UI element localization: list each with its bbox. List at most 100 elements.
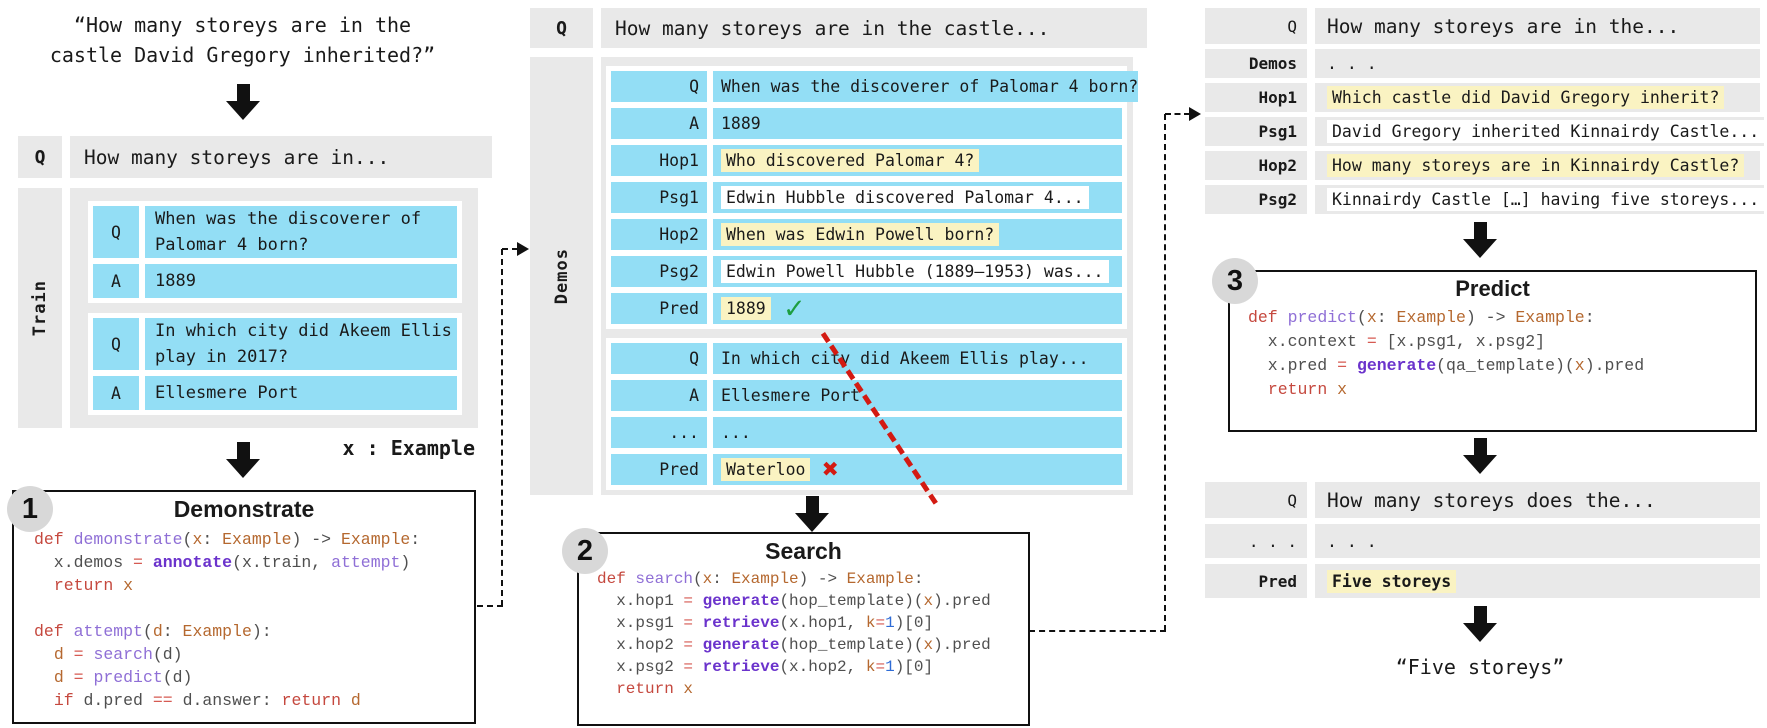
row-value: When was Edwin Powell born?	[713, 219, 1122, 250]
table-row: A Ellesmere Port	[93, 376, 457, 410]
row-value-text: When was the discoverer of Palomar 4 bor…	[155, 209, 422, 255]
table-row: Q How many storeys does the...	[1205, 482, 1760, 518]
row-label: Q	[93, 318, 139, 370]
table-row: Q In which city did Akeem Ellis play in 2…	[93, 318, 457, 370]
code-line: d = predict(d)	[53, 668, 193, 687]
row-value: . . .	[1315, 49, 1760, 78]
dashed-connector-1	[501, 249, 503, 606]
code-line: x.psg1 = retrieve(x.hop1, k=1)[0]	[597, 614, 934, 632]
flow-arrow-icon	[1463, 222, 1497, 258]
flow-arrow-icon	[1463, 438, 1497, 474]
table-row: Q When was the discoverer of Palomar 4 bo…	[611, 71, 1139, 102]
row-value-text: Who discovered Palomar 4?	[721, 149, 980, 172]
code-line: if d.pred == d.answer: return d	[53, 691, 361, 710]
row-value-text: Ellesmere Port	[721, 386, 861, 405]
step-3-badge: 3	[1212, 258, 1258, 304]
search-title: Search	[765, 538, 842, 564]
table-row: Psg1 David Gregory inherited Kinnairdy Ca…	[1205, 117, 1765, 146]
flow-arrow-icon	[795, 496, 829, 532]
row-label: Psg1	[1205, 117, 1307, 146]
row-value-text: Ellesmere Port	[155, 383, 299, 403]
row-value-text: 1889	[721, 297, 771, 320]
row-label: Hop2	[1205, 151, 1307, 180]
row-value-text: In which city did Akeem Ellis play in 20…	[155, 321, 452, 367]
row-value-text: When was Edwin Powell born?	[721, 223, 1000, 246]
example-group: Q When was the discoverer of Palomar 4 bo…	[606, 66, 1139, 329]
predict-code: def predict(x: Example) -> Example: x.co…	[1248, 306, 1749, 402]
row-label: Q	[1205, 8, 1307, 44]
code-line: return x	[1267, 380, 1348, 399]
dashed-connector-2	[1164, 114, 1166, 631]
row-value: Waterloo✖	[713, 454, 1122, 485]
table-row: . . .. . .	[1205, 524, 1760, 558]
row-label: Psg2	[1205, 185, 1307, 214]
code-line: d = search(d)	[53, 645, 183, 664]
row-label: Q	[611, 71, 707, 102]
demonstrate-code: def demonstrate(x: Example) -> Example: …	[34, 528, 468, 712]
row-label: A	[93, 376, 139, 410]
row-value-text: When was the discoverer of Palomar 4 bor…	[721, 77, 1139, 96]
row-value-text: Waterloo	[721, 458, 811, 481]
row-label: Q	[1205, 482, 1307, 518]
row-label: Psg2	[611, 256, 707, 287]
row-label: Demos	[1205, 49, 1307, 78]
table-row: Psg1 Edwin Hubble discovered Palomar 4...	[611, 182, 1122, 213]
row-label: ...	[611, 417, 707, 448]
demonstrate-box: Demonstrate def demonstrate(x: Example) …	[12, 490, 476, 724]
row-label: Psg1	[611, 182, 707, 213]
row-label: Pred	[611, 454, 707, 485]
code-line: x.context = [x.psg1, x.psg2]	[1248, 332, 1546, 351]
dashed-connector-1	[502, 248, 518, 250]
example-group: Q In which city did Akeem Ellis play in 2…	[88, 313, 462, 415]
row-value: Edwin Powell Hubble (1889–1953) was...	[713, 256, 1122, 287]
row-value-text: 1889	[721, 114, 761, 133]
row-value-text: Which castle did David Gregory inherit?	[1327, 86, 1725, 109]
train-table: Q When was the discoverer of Palomar 4 bo…	[70, 188, 478, 428]
row-label: Q	[93, 206, 139, 258]
row-label: Pred	[611, 293, 707, 324]
row-value-text: David Gregory inherited Kinnairdy Castle…	[1327, 120, 1765, 143]
demonstrate-title: Demonstrate	[173, 496, 315, 522]
row-value: How many storeys are in the...	[1315, 8, 1760, 44]
row-label: Hop2	[611, 219, 707, 250]
table-row: Hop2 When was Edwin Powell born?	[611, 219, 1122, 250]
search-code: def search(x: Example) -> Example: x.hop…	[597, 568, 1022, 700]
row-value: How many storeys are in Kinnairdy Castle…	[1315, 151, 1760, 180]
flow-arrow-icon	[1463, 606, 1497, 642]
row-value: In which city did Akeem Ellis play in 20…	[145, 318, 457, 370]
x-example-annotation: x : Example	[342, 436, 475, 460]
row-value-text: Edwin Hubble discovered Palomar 4...	[721, 186, 1089, 209]
demos-label: Demos	[551, 247, 572, 305]
code-line: def search(x: Example) -> Example:	[597, 570, 924, 588]
row-value: Ellesmere Port	[713, 380, 1122, 411]
demos-table: Q When was the discoverer of Palomar 4 bo…	[601, 57, 1139, 495]
row-value: When was the discoverer of Palomar 4 bor…	[713, 71, 1139, 102]
code-line: x.psg2 = retrieve(x.hop2, k=1)[0]	[597, 658, 934, 676]
row-value: Who discovered Palomar 4?	[713, 145, 1122, 176]
demos-strip: Demos	[530, 57, 593, 495]
table-row: Q When was the discoverer of Palomar 4 bo…	[93, 206, 457, 258]
final-answer-quote: “Five storeys”	[1395, 655, 1565, 679]
row-value-text: ...	[721, 423, 751, 442]
row-value: 1889	[713, 108, 1122, 139]
row-value: Five storeys	[1315, 564, 1760, 598]
code-line: return x	[53, 576, 134, 595]
flow-arrow-icon	[226, 84, 260, 120]
row-value-text: How many storeys does the...	[1327, 488, 1656, 512]
question-row-value: How many storeys are in...	[70, 136, 492, 178]
code-line: return x	[616, 680, 694, 698]
code-line: x.demos = annotate(x.train, attempt)	[34, 553, 411, 572]
dashed-connector-2	[1165, 113, 1190, 115]
row-value-text: . . .	[1327, 531, 1377, 551]
